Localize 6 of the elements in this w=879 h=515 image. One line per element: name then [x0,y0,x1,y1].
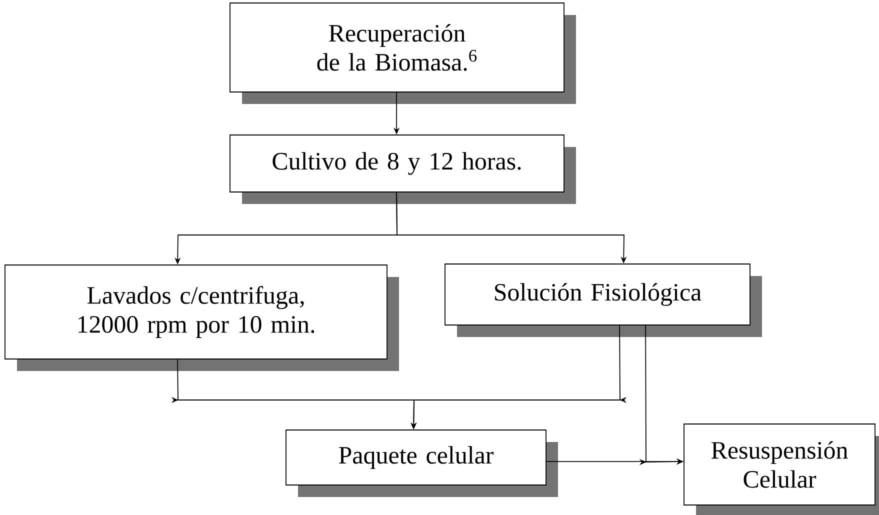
process-box: Cultivo de 8 y 12 horas. [230,134,576,204]
process-box: Recuperación de la Biomasa.$^{6}$ [230,2,576,104]
process-box: Resuspensión Celular [684,424,879,515]
process-box: Lavados c/centrifuga, 12000 rpm por 10 min. [4,264,399,371]
process-box: Paquete celular [286,430,558,497]
process-box: Solución Fisiológica [444,264,762,337]
